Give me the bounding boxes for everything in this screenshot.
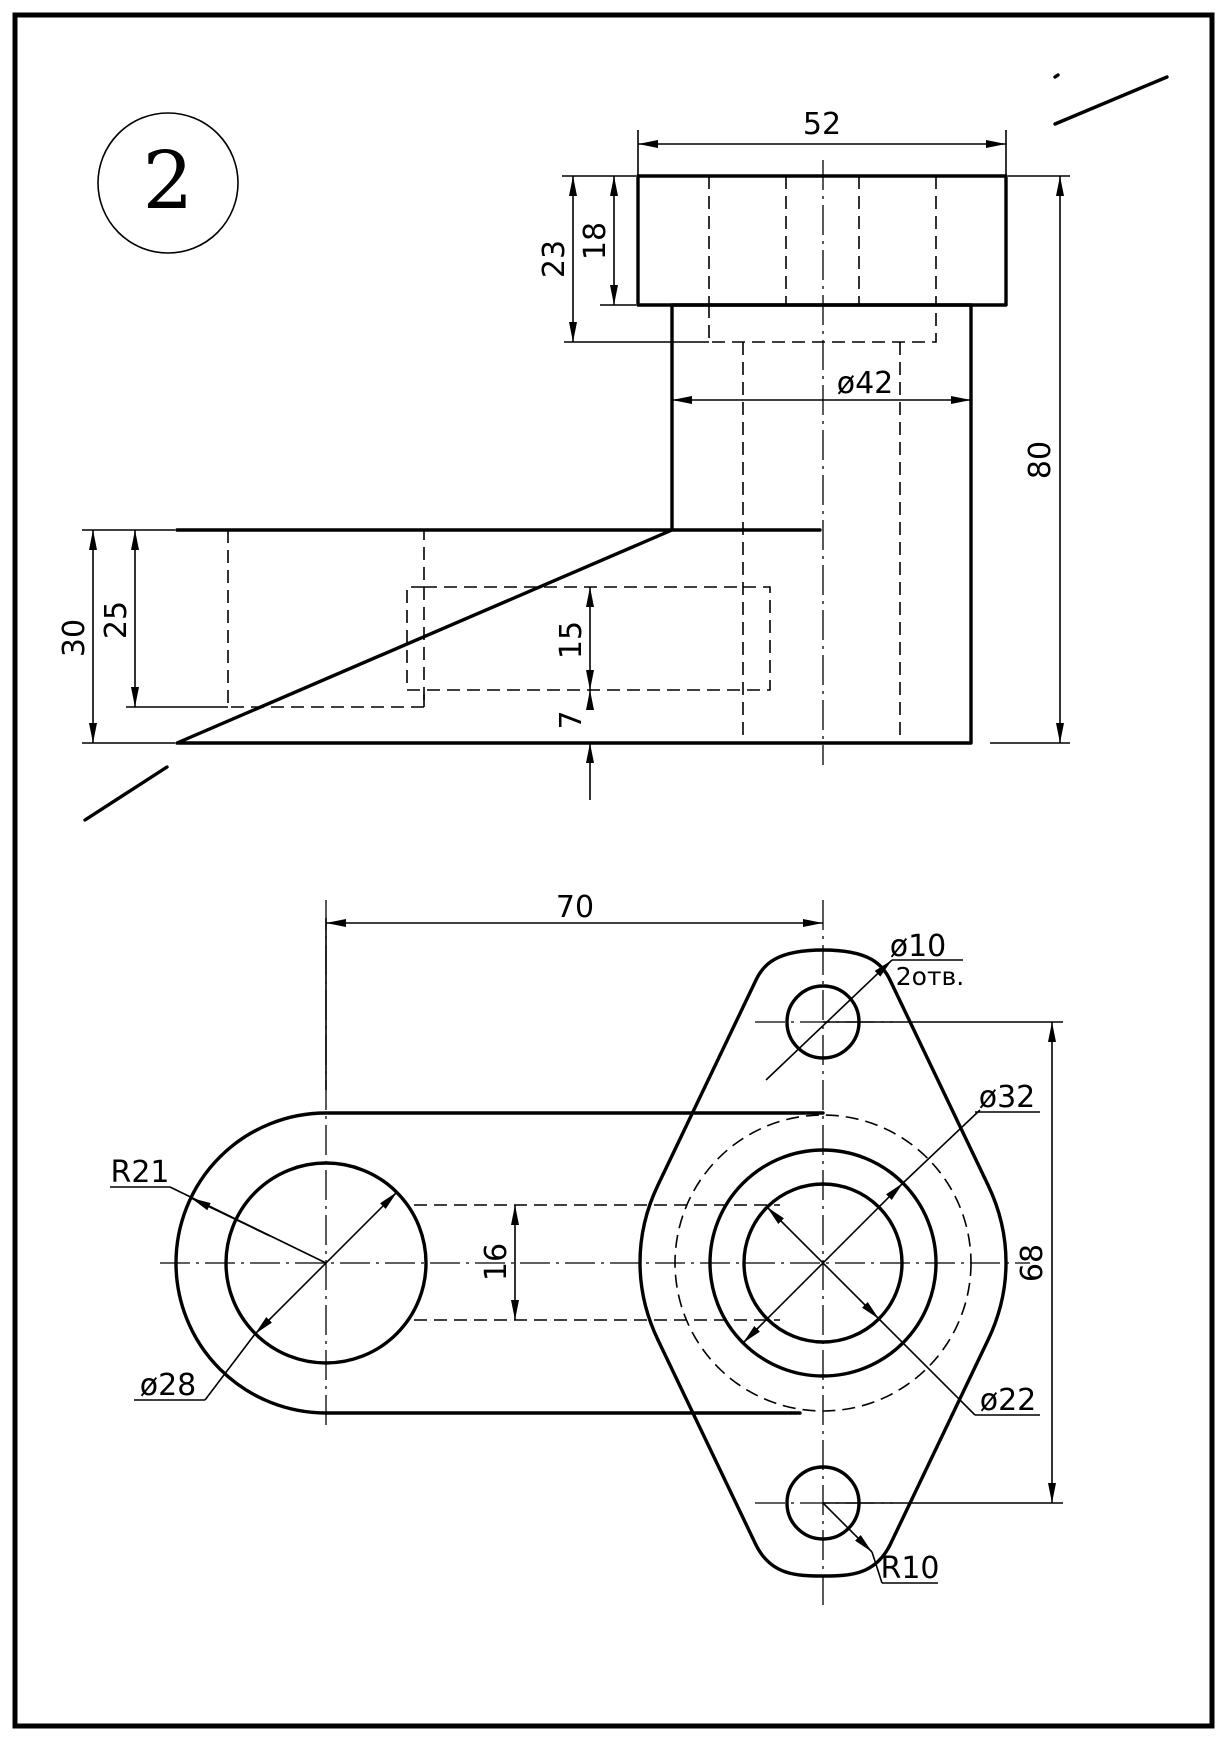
dim-d32: ø32: [979, 1080, 1036, 1115]
dim-18: 18: [578, 222, 613, 260]
dim-holes-count: 2отв.: [896, 962, 964, 991]
dim-80: 80: [1023, 441, 1058, 479]
section-mark-lower: [83, 765, 169, 822]
dim-16: 16: [479, 1243, 514, 1281]
front-view: 52 23 18 ø42 80 30 25 15 7: [57, 107, 1070, 800]
dim-52: 52: [803, 107, 841, 142]
top-view: 70 ø10 2отв. 68 ø32 ø22 R21 16 ø28: [110, 890, 1063, 1610]
dim-15: 15: [554, 621, 589, 659]
dim-d10: ø10: [890, 929, 947, 964]
dim-d22: ø22: [980, 1383, 1037, 1418]
dim-25: 25: [99, 601, 134, 639]
dim-r21: R21: [110, 1155, 169, 1190]
dim-d28: ø28: [140, 1368, 197, 1403]
sheet-number: 2: [143, 134, 194, 227]
dim-r10: R10: [880, 1551, 939, 1586]
section-mark-upper: [1053, 75, 1169, 126]
dim-70: 70: [556, 890, 594, 925]
sheet-number-badge: 2: [97, 112, 239, 254]
drawing-frame: [12, 12, 1215, 1729]
dim-d42: ø42: [837, 366, 894, 401]
section-mark-top-right: [1053, 73, 1060, 79]
top-flange-outline: [636, 174, 1008, 307]
dim-30: 30: [57, 619, 92, 657]
dim-23: 23: [537, 240, 572, 278]
dim-68: 68: [1015, 1244, 1050, 1282]
sheet-number-circle: [97, 112, 239, 254]
dim-7: 7: [554, 710, 589, 729]
